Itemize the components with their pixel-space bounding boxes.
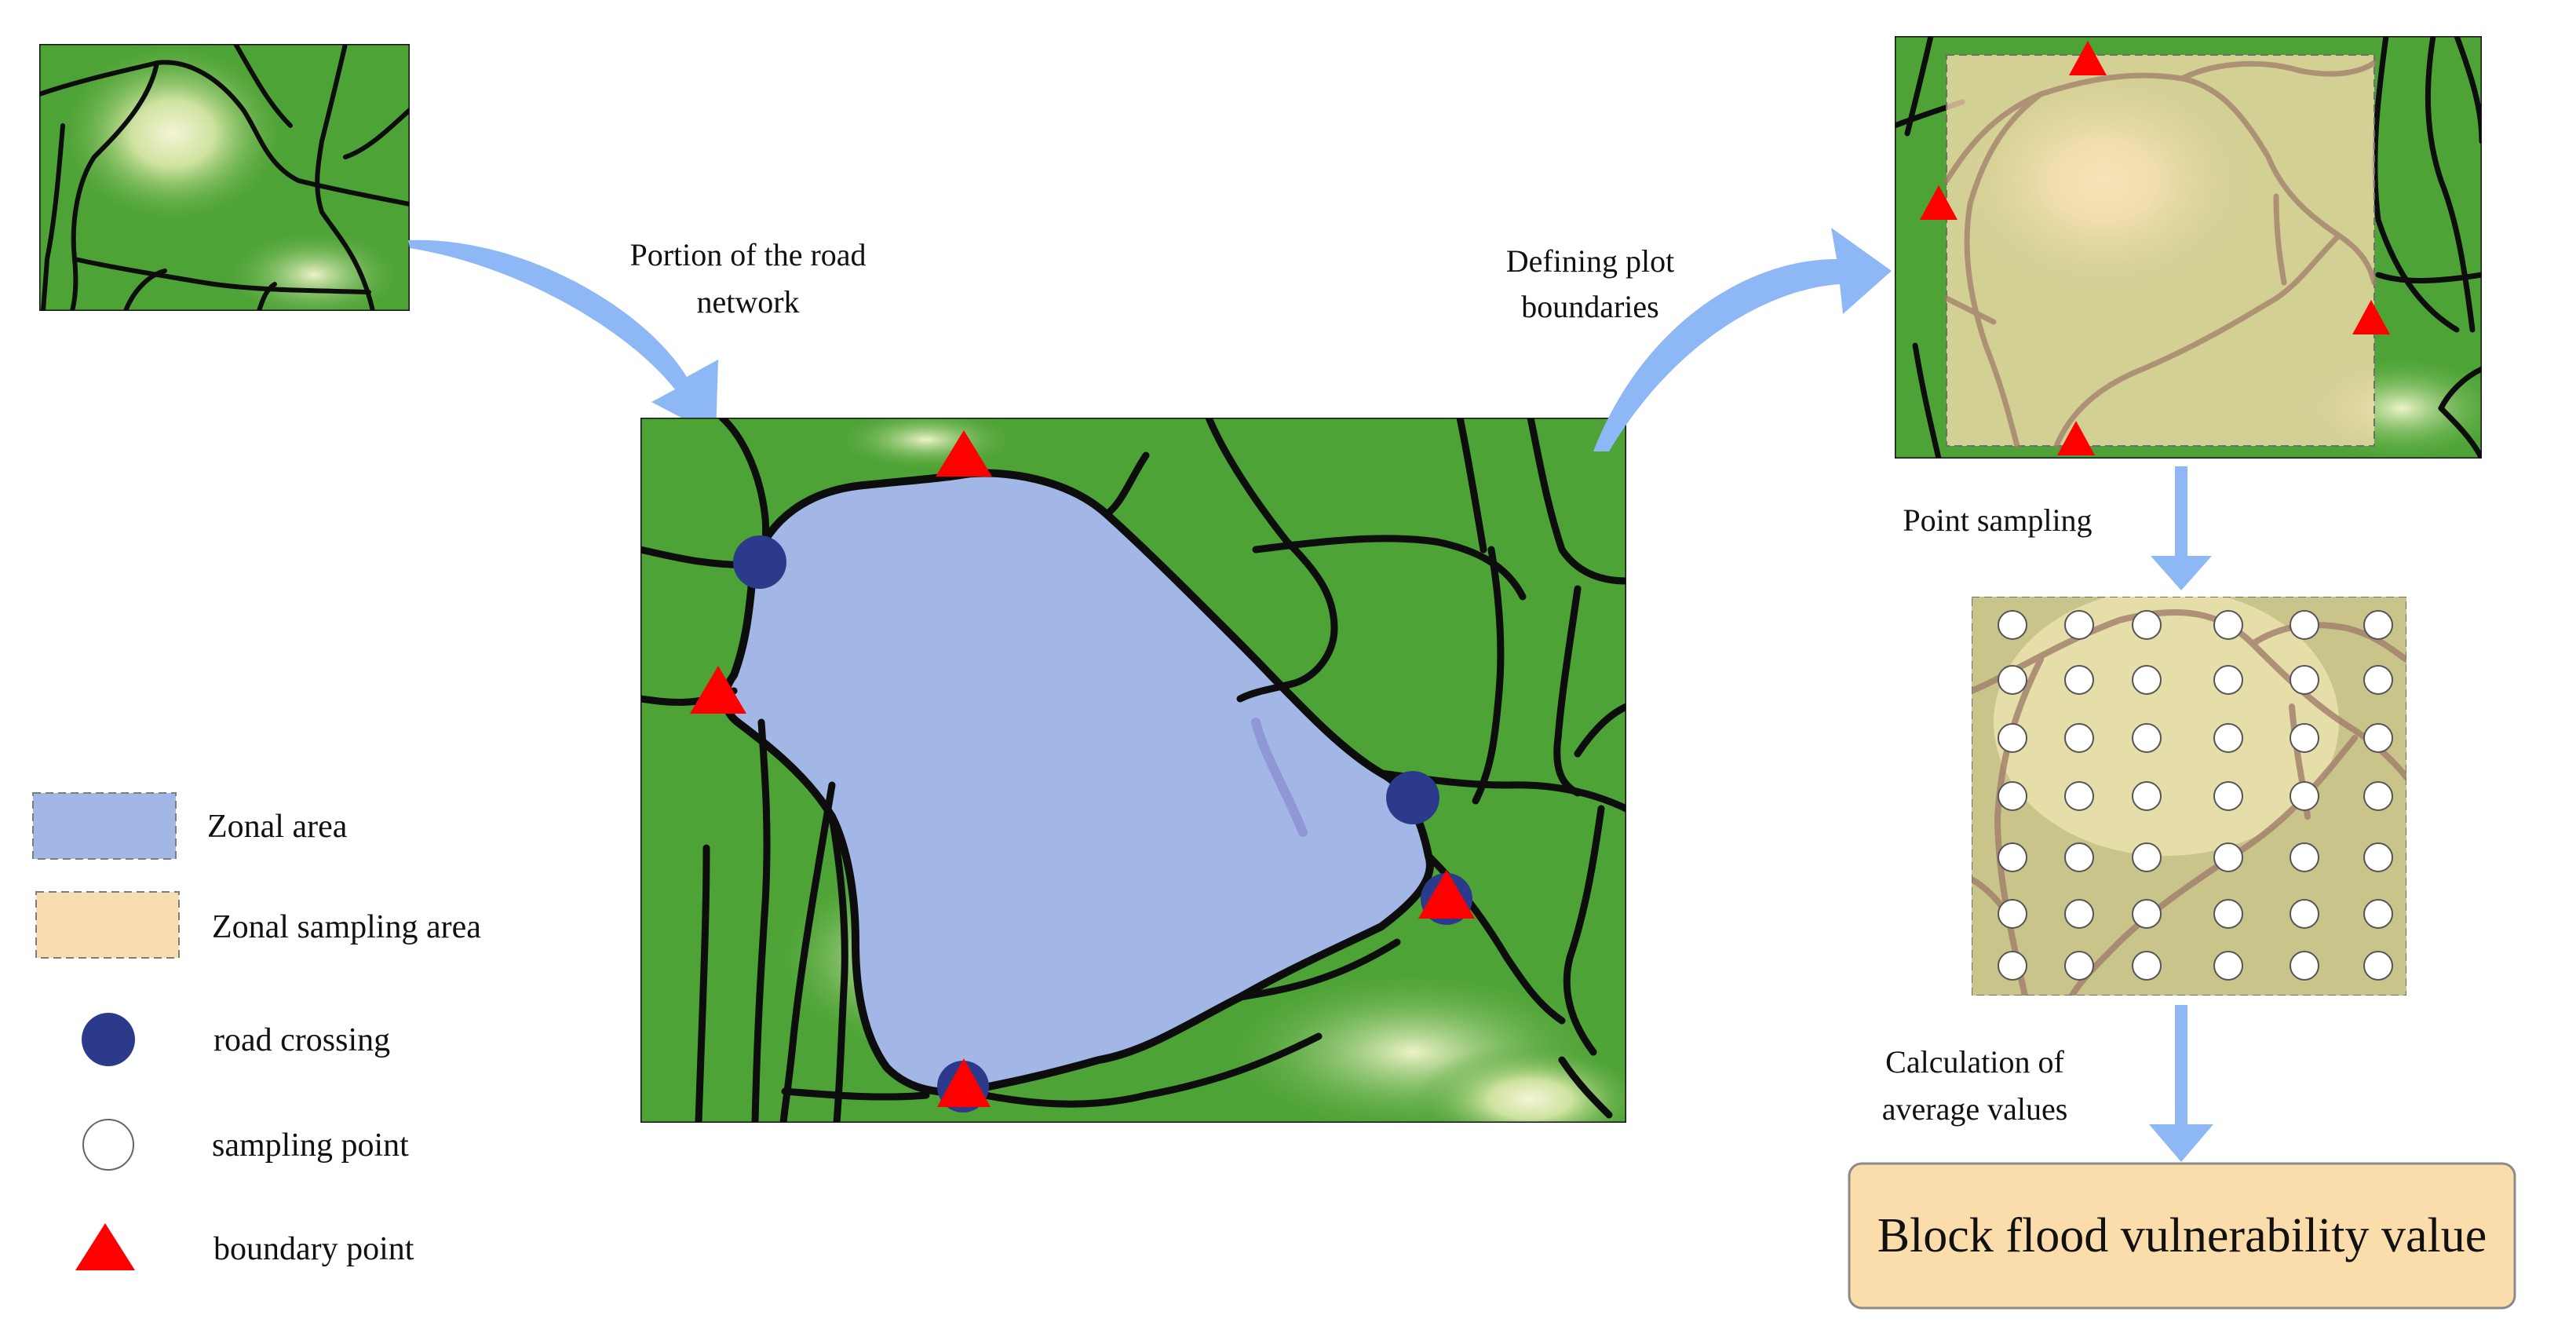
plot-boundary-map [1895, 36, 2482, 459]
arrow-to-sampling-grid [2151, 466, 2212, 590]
legend-boundary-point-icon [75, 1223, 135, 1270]
label-plot-boundaries-line1: Defining plot [1506, 243, 1674, 279]
main-zonal-map [640, 418, 1626, 1123]
legend-label-zonal-area: Zonal area [207, 809, 348, 845]
boundary-point-marker [937, 1058, 991, 1107]
boundary-point-marker [2352, 300, 2390, 334]
legend-label-zonal-sampling-area: Zonal sampling area [212, 909, 481, 945]
legend-road-crossing-icon [82, 1013, 135, 1066]
main-map-markers [690, 430, 1475, 1113]
boundary-point-marker [690, 666, 746, 714]
legend-sampling-point-icon [82, 1119, 134, 1171]
sampling-points [1998, 610, 2393, 981]
label-point-sampling: Point sampling [1903, 502, 2092, 538]
legend-label-road-crossing: road crossing [213, 1022, 390, 1058]
road-crossing-marker [733, 535, 786, 589]
label-average-values-line1: Calculation of [1885, 1044, 2064, 1080]
boundary-point-marker [936, 430, 992, 477]
boundary-point-marker [2057, 421, 2095, 455]
legend-label-sampling-point: sampling point [212, 1127, 409, 1164]
arrow-to-plot-boundaries [1593, 228, 1892, 451]
boundary-point-marker [1418, 870, 1475, 919]
plot-boundary-markers [1920, 41, 2390, 455]
road-network-thumbnail [39, 44, 410, 311]
label-average-values-line2: average values [1882, 1091, 2068, 1127]
boundary-point-marker [2069, 41, 2107, 75]
arrow-to-result [2149, 1005, 2213, 1162]
legend-swatch-zonal-sampling-area [35, 891, 180, 959]
result-label: Block flood vulnerability value [1877, 1209, 2487, 1262]
label-plot-boundaries-line2: boundaries [1521, 289, 1659, 324]
legend-label-boundary-point: boundary point [213, 1231, 414, 1267]
boundary-point-marker [1920, 185, 1958, 220]
result-box: Block flood vulnerability value [1848, 1162, 2516, 1310]
sampling-grid-map [1972, 597, 2406, 996]
road-crossing-marker [1386, 771, 1439, 824]
zonal-sampling-area-overlay [1946, 54, 2375, 447]
arrow-to-main-map [408, 239, 718, 436]
legend-swatch-zonal-area [32, 792, 177, 860]
label-road-network-line2: network [696, 284, 799, 320]
label-road-network-line1: Portion of the road [629, 237, 866, 272]
legend: Zonal area Zonal sampling area road cros… [32, 792, 481, 1270]
